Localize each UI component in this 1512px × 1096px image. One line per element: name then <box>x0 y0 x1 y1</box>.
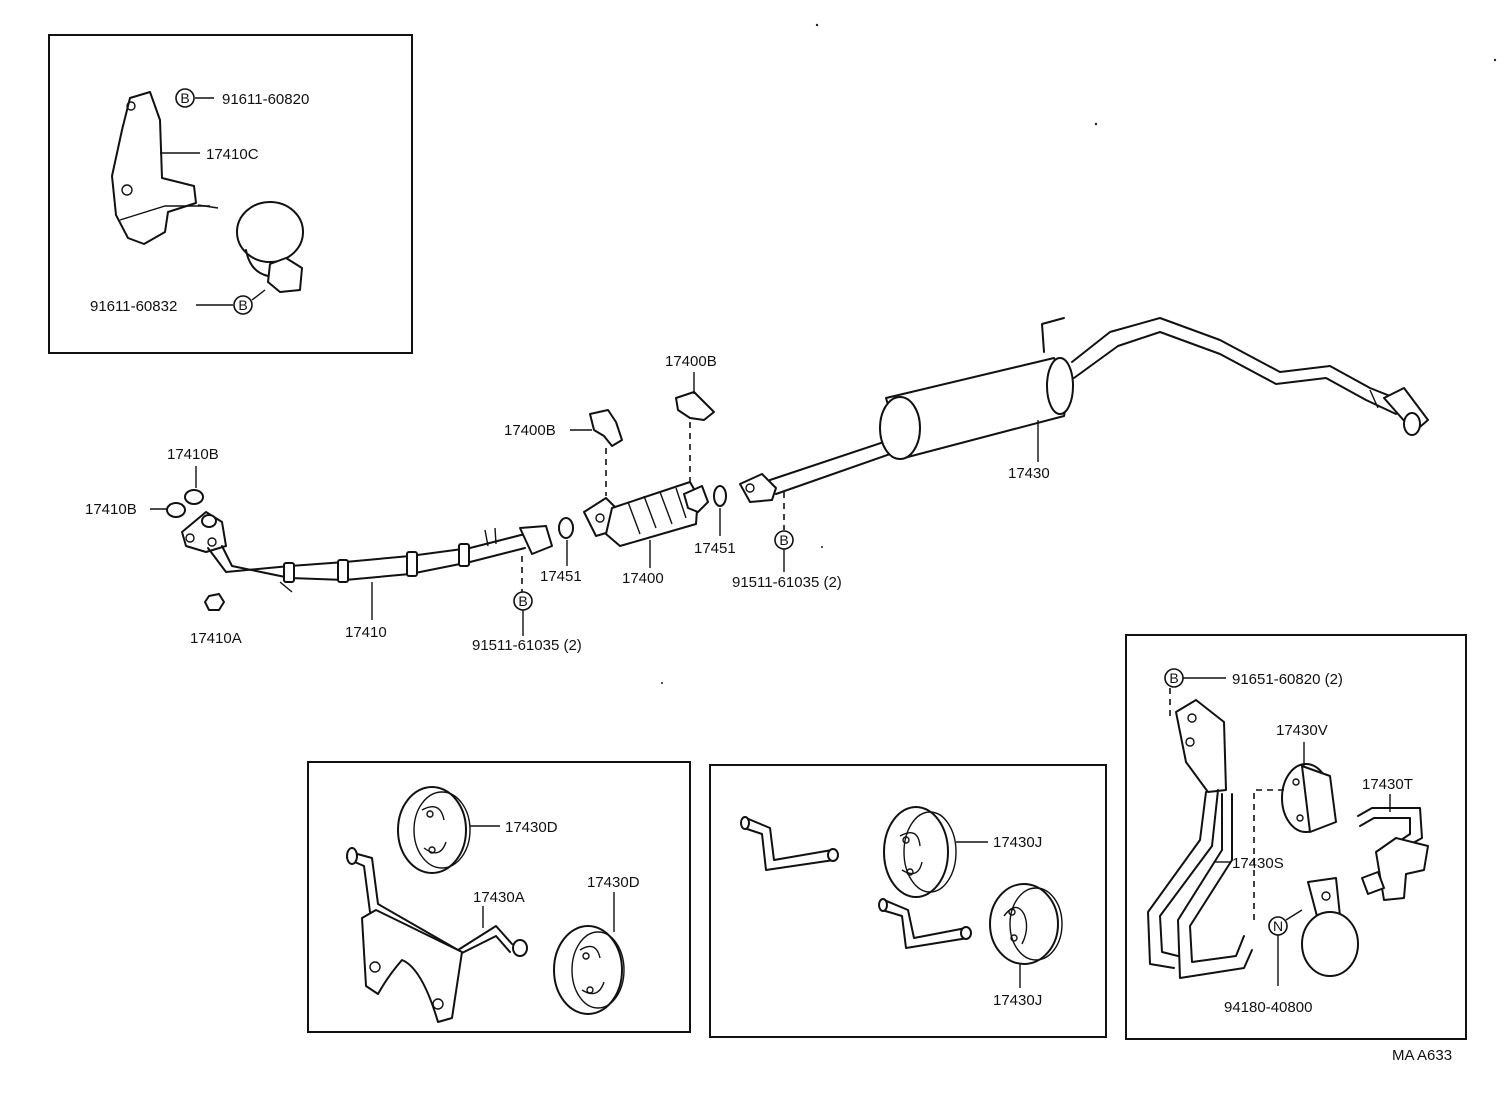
label-91651-60820: 91651-60820 (2) <box>1232 671 1343 688</box>
label-17410: 17410 <box>345 624 387 641</box>
bolt-callout-front-symbol: B <box>518 593 527 609</box>
clamp <box>1301 877 1359 977</box>
catalytic-converter-17400 <box>583 481 709 547</box>
label-91611-60820: 91611-60820 <box>222 91 309 108</box>
label-17410c: 17410C <box>206 146 259 163</box>
inset-bottom-left: 17430D 17430A 17430D <box>307 761 691 1033</box>
inset-bottom-right: B 91651-60820 (2) 17430S 17430V <box>1125 634 1467 1040</box>
inset-top-left: B 91611-60820 17410C B 91611-60832 <box>48 34 413 354</box>
bolt-callout-inset-symbol: B <box>1169 670 1178 686</box>
gasket-17451-front <box>558 517 574 539</box>
label-17430d-upper: 17430D <box>505 819 558 836</box>
front-pipe-bracket-17410c <box>111 91 197 245</box>
nut-17410a <box>204 593 225 611</box>
bracket-17400b-right <box>675 391 715 421</box>
bolt-callout-upper-symbol: B <box>180 90 189 106</box>
tail-pipe-muffler-17430 <box>739 317 1429 503</box>
label-17451-rear: 17451 <box>694 540 736 557</box>
bolt-callout-lower <box>233 295 253 315</box>
label-17410a: 17410A <box>190 630 242 647</box>
bracket-17430s <box>1147 699 1253 979</box>
gasket-17451-rear <box>713 485 727 507</box>
inset-bottom-middle: 17430J 17430J <box>709 764 1107 1038</box>
label-17400b-right: 17400B <box>665 353 717 370</box>
label-17451-front: 17451 <box>540 568 582 585</box>
label-91611-60832: 91611-60832 <box>90 298 177 315</box>
label-17430j-lower: 17430J <box>993 992 1042 1009</box>
inset-bottom-right-frame <box>1125 634 1467 1040</box>
hanger-17430v <box>1281 763 1337 833</box>
hanger-17430d-upper <box>397 786 471 874</box>
hanger-17430d-lower <box>553 925 625 1015</box>
bolt-callout-rear-symbol: B <box>779 532 788 548</box>
label-17400: 17400 <box>622 570 664 587</box>
stay-17430t <box>1357 807 1429 901</box>
label-17430t: 17430T <box>1362 776 1413 793</box>
exhaust-clamp <box>236 201 304 293</box>
front-pipe-17410 <box>181 511 553 593</box>
label-94180-40800: 94180-40800 <box>1224 999 1312 1016</box>
label-91511-61035-rear: 91511-61035 (2) <box>732 574 842 591</box>
diagram-code: MA A633 <box>1392 1047 1452 1064</box>
nut-callout-inset-symbol: N <box>1273 918 1283 934</box>
label-17430d-lower: 17430D <box>587 874 640 891</box>
label-17430j-upper: 17430J <box>993 834 1042 851</box>
hanger-rod-lower <box>878 898 972 949</box>
inset-bottom-middle-frame <box>709 764 1107 1038</box>
bolt-callout-lower-symbol: B <box>238 297 247 313</box>
main-assembly: 17410B 17410B 17410A 17410 B 91511-61035… <box>85 317 1429 654</box>
inset-bottom-left-frame <box>307 761 691 1033</box>
label-17430v: 17430V <box>1276 722 1328 739</box>
label-17410b-lower: 17410B <box>85 501 137 518</box>
bracket-17400b-left <box>589 409 623 447</box>
label-17400b-left: 17400B <box>504 422 556 439</box>
label-17410b-upper: 17410B <box>167 446 219 463</box>
label-17430a: 17430A <box>473 889 525 906</box>
label-17430: 17430 <box>1008 465 1050 482</box>
label-17430s: 17430S <box>1232 855 1284 872</box>
gasket-17410b-upper <box>184 489 204 505</box>
inset-top-left-frame <box>48 34 413 354</box>
hanger-17430j-lower <box>989 883 1063 965</box>
bolt-callout-upper <box>175 88 195 108</box>
gasket-17410b-lower <box>166 502 186 518</box>
hanger-17430j-upper <box>883 806 957 898</box>
bracket-17430a <box>346 847 528 1023</box>
label-91511-61035-front: 91511-61035 (2) <box>472 637 582 654</box>
hanger-rod-upper <box>740 816 839 871</box>
